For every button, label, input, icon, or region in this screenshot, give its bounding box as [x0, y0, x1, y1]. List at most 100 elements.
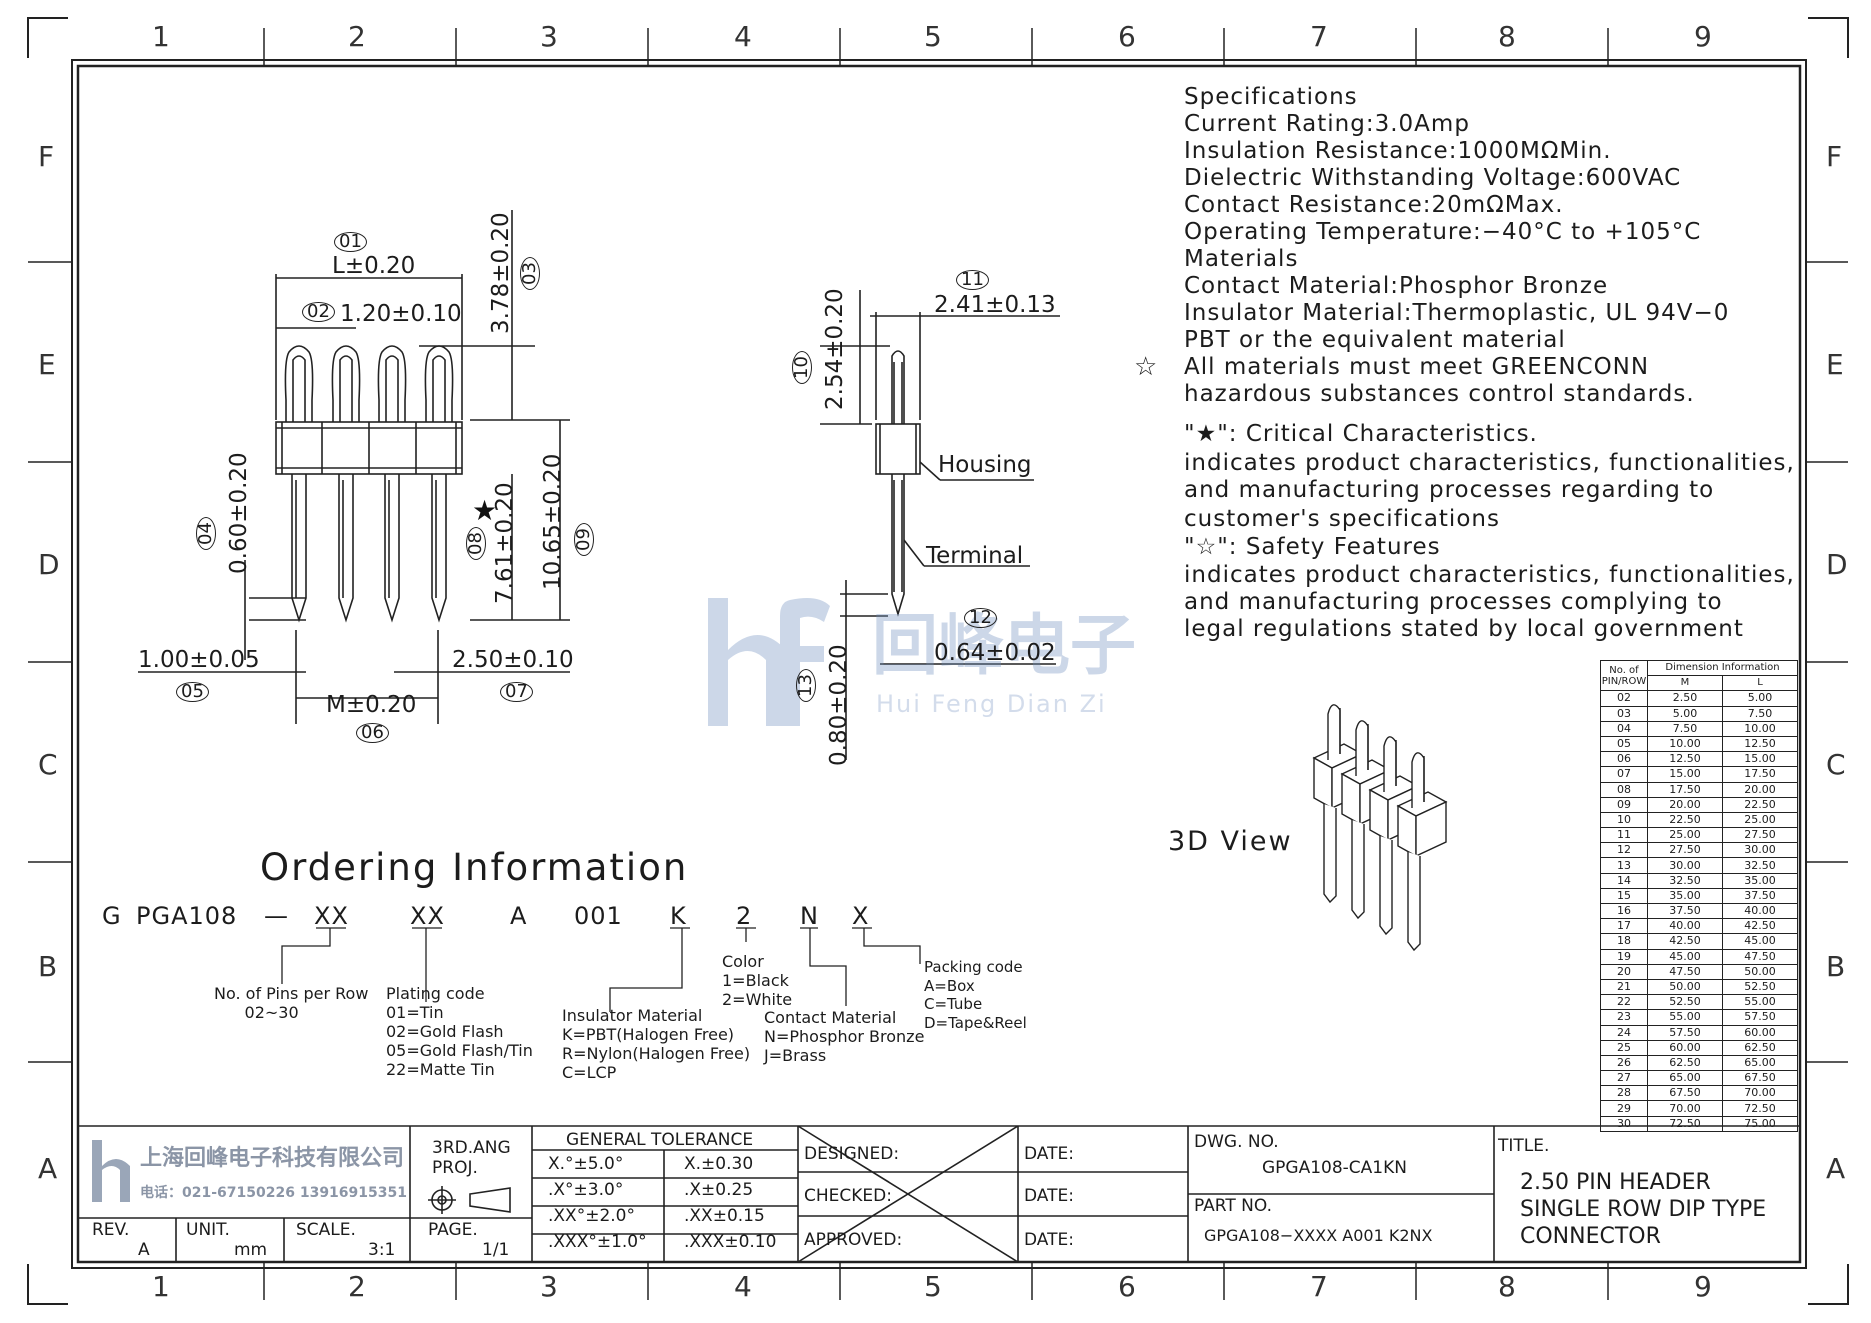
l-cell: 65.00	[1722, 1054, 1798, 1072]
three-d-label: 3D View	[1168, 826, 1293, 857]
watermark-logo	[708, 598, 830, 726]
l-cell: 5.00	[1722, 690, 1798, 707]
pin-contact	[331, 345, 361, 422]
l-cell: 37.50	[1722, 887, 1798, 905]
part-code-segment: 2	[736, 902, 753, 930]
m-cell: 22.50	[1647, 811, 1723, 829]
housing-label: Housing	[938, 452, 1032, 478]
m-cell: 70.00	[1647, 1100, 1723, 1117]
pins-cell: 16	[1600, 902, 1648, 920]
ordering-contact: Contact Material N=Phosphor Bronze J=Bra…	[764, 1008, 925, 1065]
tolerance-linear: .XXX±0.10	[684, 1232, 777, 1252]
tolerance-angle: X.°±5.0°	[548, 1154, 624, 1174]
tolerance-title: GENERAL TOLERANCE	[566, 1130, 754, 1150]
safety-line-3: legal regulations stated by local govern…	[1184, 616, 1744, 642]
pins-cell: 07	[1600, 766, 1648, 783]
pins-cell: 06	[1600, 751, 1648, 768]
table-header-m: M	[1647, 675, 1723, 692]
l-cell: 12.50	[1722, 735, 1798, 753]
watermark-en: Hui Feng Dian Zi	[876, 690, 1107, 718]
l-cell: 62.50	[1722, 1039, 1798, 1056]
zone-column-number: 5	[924, 1270, 942, 1303]
dim-10-text: 2.54±0.20	[822, 288, 848, 410]
part-code-segment: G	[102, 902, 122, 930]
zone-row-letter: F	[1826, 140, 1843, 173]
pins-cell: 14	[1600, 872, 1648, 889]
l-cell: 25.00	[1722, 811, 1798, 829]
title-block-grid	[78, 1125, 1800, 1263]
pins-cell: 28	[1600, 1085, 1648, 1102]
zone-row-letter: C	[38, 748, 58, 781]
dim-balloon-12: 12	[964, 608, 997, 628]
pin-contact-inner	[432, 355, 446, 422]
l-cell: 27.50	[1722, 827, 1798, 844]
dim-balloon-05: 05	[176, 682, 209, 702]
dim-09-text: 10.65±0.20	[540, 453, 566, 590]
dim-01-text: L±0.20	[332, 253, 416, 279]
iso-pin	[1383, 736, 1397, 792]
pins-cell: 04	[1600, 720, 1648, 737]
zone-row-letter: A	[1826, 1152, 1846, 1185]
designed-label: DESIGNED:	[804, 1144, 900, 1164]
zone-column-number: 8	[1498, 1270, 1516, 1303]
m-cell: 50.00	[1647, 978, 1723, 996]
zone-row-letter: E	[38, 348, 56, 381]
l-cell: 7.50	[1722, 705, 1798, 722]
spec-insulation-resistance: Insulation Resistance:1000MΩMin.	[1184, 138, 1612, 164]
ordering-title: Ordering Information	[260, 846, 689, 889]
dim-balloon-03: 03	[519, 257, 540, 290]
zone-row-letter: B	[38, 950, 58, 983]
checked-label: CHECKED:	[804, 1186, 892, 1206]
zone-row-letter: D	[1826, 548, 1848, 581]
dim-balloon-02: 02	[302, 302, 335, 322]
dim-07-text: 2.50±0.10	[452, 647, 574, 673]
m-cell: 35.00	[1647, 887, 1723, 905]
pins-cell: 08	[1600, 781, 1648, 798]
m-cell: 55.00	[1647, 1009, 1723, 1026]
iso-pin	[1323, 804, 1337, 904]
m-cell: 65.00	[1647, 1070, 1723, 1087]
l-cell: 10.00	[1722, 720, 1798, 737]
terminal-label: Terminal	[926, 543, 1024, 569]
zone-row-letter: E	[1826, 348, 1844, 381]
zone-row-letter: C	[1826, 748, 1846, 781]
m-cell: 52.50	[1647, 994, 1723, 1011]
designed-date-label: DATE:	[1024, 1144, 1074, 1164]
dim-balloon-13: 13	[795, 669, 816, 702]
iso-pin	[1355, 720, 1369, 776]
pins-cell: 09	[1600, 796, 1648, 813]
l-cell: 75.00	[1722, 1115, 1798, 1132]
zone-column-number: 6	[1118, 20, 1136, 53]
table-header-dimension: Dimension Information	[1647, 659, 1798, 677]
tolerance-linear: X.±0.30	[684, 1154, 754, 1174]
m-cell: 17.50	[1647, 781, 1723, 798]
corner-mark	[27, 17, 68, 58]
table-header-pins: No. of PIN/ROW	[1600, 659, 1648, 692]
safety-line-1: indicates product characteristics, funct…	[1184, 562, 1795, 588]
part-code-segment: 001	[574, 902, 623, 930]
dwg-label: DWG. NO.	[1194, 1132, 1279, 1152]
l-cell: 52.50	[1722, 978, 1798, 996]
pins-cell: 27	[1600, 1070, 1648, 1087]
m-cell: 67.50	[1647, 1085, 1723, 1102]
pins-cell: 03	[1600, 705, 1648, 722]
pins-cell: 15	[1600, 887, 1648, 905]
company-name: 上海回峰电子科技有限公司	[140, 1146, 405, 1171]
pin-tail	[338, 474, 354, 623]
part-code-segment: PGA108	[136, 902, 238, 930]
tolerance-angle: .X°±3.0°	[548, 1180, 624, 1200]
m-cell: 42.50	[1647, 933, 1723, 950]
